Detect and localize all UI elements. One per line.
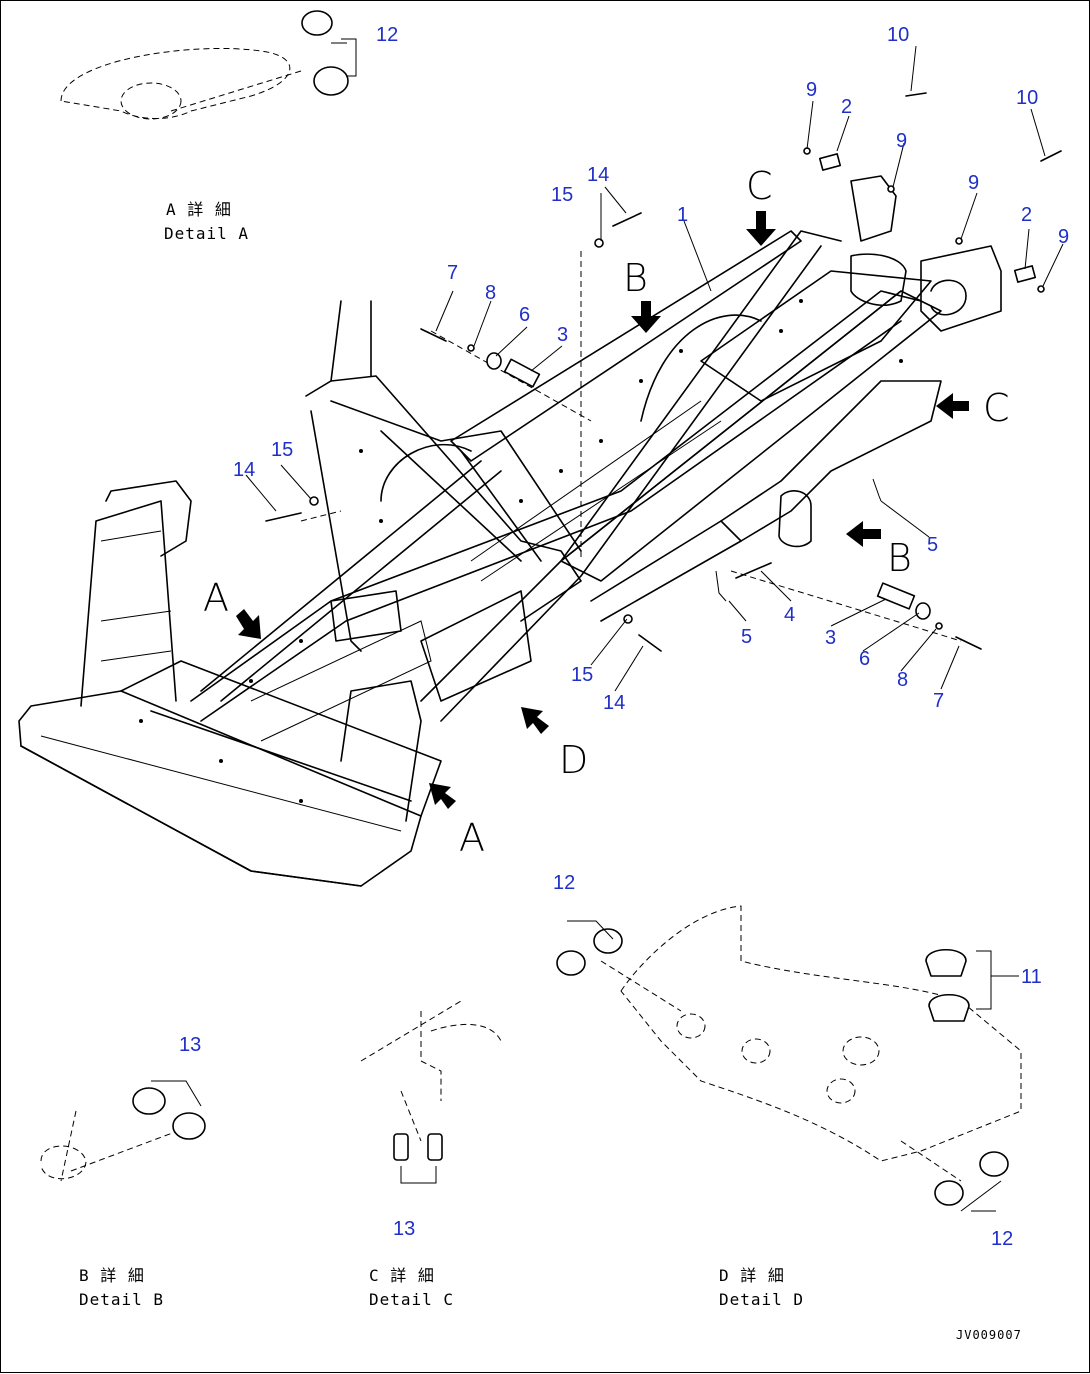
arrow-a-bottom (429, 783, 456, 809)
marker-b: B (623, 256, 648, 300)
marker-a: A (203, 576, 229, 620)
detail-b (40, 1080, 206, 1182)
callout-11: 11 (1021, 966, 1042, 988)
callout-14: 14 (233, 459, 255, 481)
view-markers: B C C B A A D (203, 164, 1010, 860)
main-frame (18, 92, 1062, 887)
callout-15: 15 (551, 184, 573, 206)
callout-14: 14 (587, 164, 609, 186)
detail-a-title-en: Detail A (164, 224, 249, 243)
callout-12: 12 (376, 24, 398, 46)
callout-8: 8 (485, 282, 496, 304)
callout-8: 8 (897, 669, 908, 691)
marker-c: C (983, 386, 1010, 430)
leader-lines (245, 42, 1064, 977)
view-arrows (236, 211, 969, 809)
callout-3: 3 (557, 324, 568, 346)
arrow-b-right (846, 521, 881, 547)
callout-1: 1 (677, 204, 688, 226)
callouts: 12 10 10 9 2 9 9 2 9 14 15 1 7 8 6 3 15 … (179, 24, 1069, 1250)
detail-c (360, 1000, 502, 1184)
marker-b: B (887, 536, 912, 580)
callout-6: 6 (859, 648, 870, 670)
callout-5: 5 (927, 534, 938, 556)
callout-12: 12 (991, 1228, 1013, 1250)
callout-10: 10 (1016, 87, 1038, 109)
arrow-c-top (746, 211, 776, 246)
marker-d: D (559, 738, 588, 782)
callout-9: 9 (1058, 226, 1069, 248)
callout-9: 9 (806, 79, 817, 101)
callout-2: 2 (1021, 204, 1032, 226)
detail-d-title-en: Detail D (719, 1290, 804, 1309)
callout-9: 9 (968, 172, 979, 194)
callout-6: 6 (519, 304, 530, 326)
detail-d-title-jp: D 詳 細 (719, 1266, 785, 1285)
callout-14: 14 (603, 692, 625, 714)
detail-c-title-jp: C 詳 細 (369, 1266, 435, 1285)
detail-c-title-en: Detail C (369, 1290, 454, 1309)
arrow-c-right (936, 393, 969, 419)
arrow-a-left (236, 609, 261, 639)
arrow-d (521, 707, 549, 734)
callout-3: 3 (825, 627, 836, 649)
callout-15: 15 (571, 664, 593, 686)
callout-10: 10 (887, 24, 909, 46)
detail-b-title-en: Detail B (79, 1290, 164, 1309)
detail-b-title-jp: B 詳 細 (79, 1266, 145, 1285)
drawing-code: JV009007 (956, 1328, 1022, 1342)
arrow-b-top (631, 301, 661, 333)
detail-d (556, 905, 1022, 1212)
detail-a (60, 10, 357, 120)
marker-c: C (746, 164, 773, 208)
callout-9: 9 (896, 130, 907, 152)
marker-a: A (459, 816, 485, 860)
callout-7: 7 (447, 262, 458, 284)
callout-4: 4 (784, 604, 795, 626)
callout-5: 5 (741, 626, 752, 648)
callout-12: 12 (553, 872, 575, 894)
callout-2: 2 (841, 96, 852, 118)
callout-13: 13 (179, 1034, 201, 1056)
callout-15: 15 (271, 439, 293, 461)
callout-7: 7 (933, 690, 944, 712)
detail-a-title-jp: A 詳 細 (166, 200, 232, 219)
callout-13: 13 (393, 1218, 415, 1240)
